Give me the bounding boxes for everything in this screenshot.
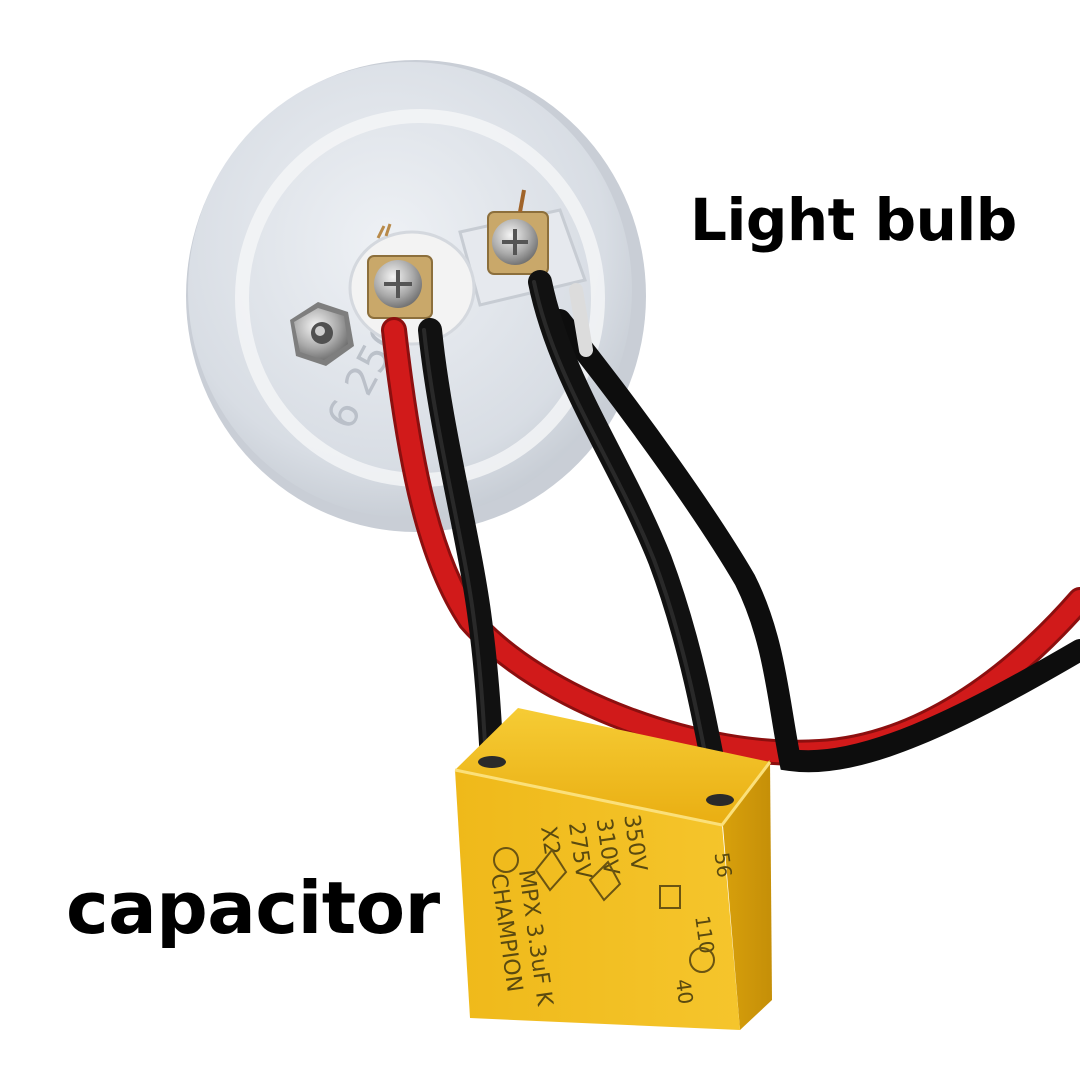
capacitor-code-1: 40 — [671, 977, 698, 1006]
hex-nut — [290, 302, 354, 366]
left-terminal — [348, 223, 476, 346]
wires — [381, 270, 1080, 812]
certification-marks — [493, 847, 715, 973]
light-bulb-label: Light bulb — [690, 186, 1017, 254]
capacitor: CHAMPION MPX 3.3uF K X2 275V 310V 350V 4… — [454, 708, 772, 1030]
capacitor-label: capacitor — [66, 866, 440, 950]
right-terminal — [487, 189, 549, 275]
capacitor-code-3: 56 — [709, 851, 736, 880]
